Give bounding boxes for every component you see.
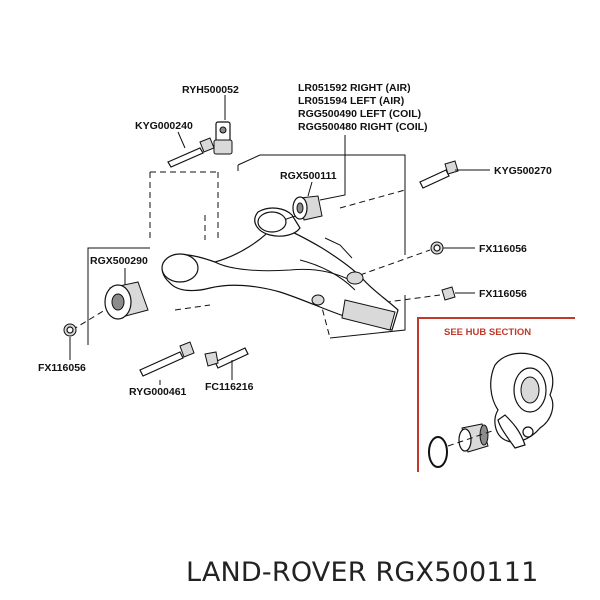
label-rgg500490: RGG500490 LEFT (COIL)	[298, 108, 421, 120]
label-kyg000240: KYG000240	[135, 120, 193, 132]
hub-assembly	[490, 352, 554, 449]
label-fx116056-left: FX116056	[38, 362, 86, 374]
label-lr051592: LR051592 RIGHT (AIR)	[298, 82, 411, 94]
hub-bushing	[458, 423, 489, 453]
hub-section-box	[417, 317, 575, 472]
bracket-ryh500052	[213, 121, 233, 155]
label-fc116216: FC116216	[205, 381, 254, 393]
nut-fx116056-lower	[441, 286, 456, 301]
bolt-ryg000461	[139, 341, 195, 377]
label-ryh500052: RYH500052	[182, 84, 239, 96]
label-lr051594: LR051594 LEFT (AIR)	[298, 95, 404, 107]
label-rgx500111: RGX500111	[280, 170, 337, 182]
label-fx116056-upper: FX116056	[479, 243, 527, 255]
label-kyg500270: KYG500270	[494, 165, 552, 177]
bushing-rgx500290	[104, 281, 149, 320]
bolt-kyg500270	[419, 160, 459, 189]
lower-control-arm	[161, 207, 399, 331]
assembly-outline	[71, 154, 441, 345]
bolt-fc116216	[204, 347, 249, 369]
nut-fx116056-upper	[430, 241, 444, 255]
label-ryg000461: RYG000461	[129, 386, 187, 398]
leader-lines	[69, 95, 490, 385]
nut-fx116056-left	[63, 323, 77, 337]
label-rgg500480: RGG500480 RIGHT (COIL)	[298, 121, 428, 133]
brand-title: LAND-ROVER RGX500111	[186, 557, 539, 588]
hub-section-border	[417, 317, 575, 472]
label-fx116056-lower: FX116056	[479, 288, 527, 300]
bolt-kyg000240	[167, 137, 215, 168]
label-hub-section: SEE HUB SECTION	[444, 327, 531, 338]
hub-circlip	[428, 436, 448, 468]
bushing-rgx500111	[292, 195, 323, 221]
label-rgx500290: RGX500290	[90, 255, 148, 267]
